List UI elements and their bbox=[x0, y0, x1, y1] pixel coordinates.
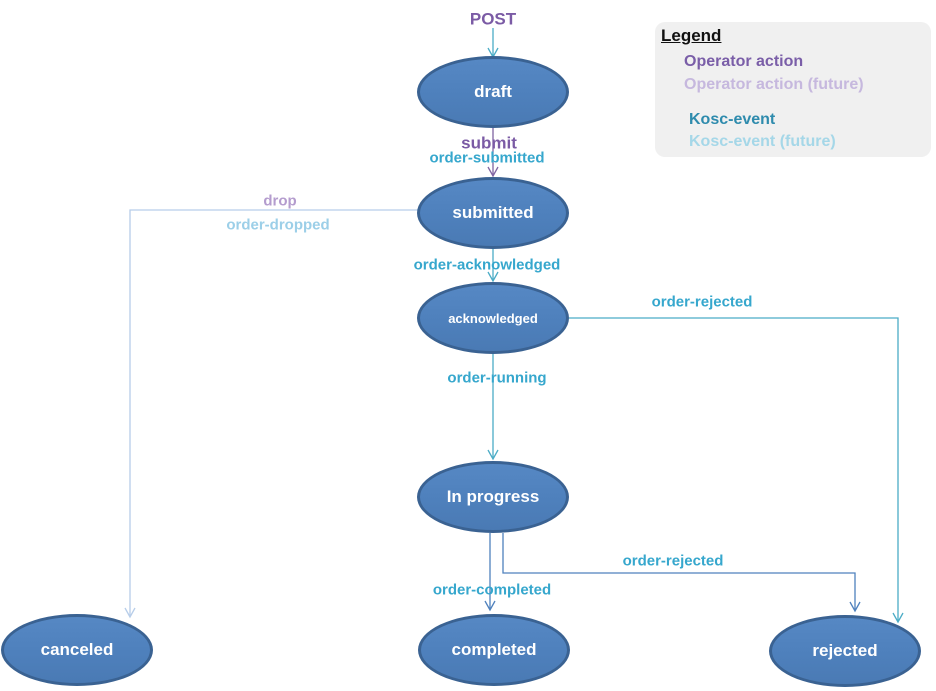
node-acknowledged: acknowledged bbox=[417, 282, 569, 354]
node-acknowledged-label: acknowledged bbox=[448, 310, 538, 326]
legend-box: Legend Operator action Operator action (… bbox=[655, 22, 931, 157]
legend-item-operator-action: Operator action bbox=[684, 53, 804, 70]
edge-label-drop: drop bbox=[263, 192, 297, 210]
edge-label-order-dropped: order-dropped bbox=[226, 216, 330, 234]
legend-item-operator-action-future: Operator action (future) bbox=[684, 76, 864, 93]
node-rejected: rejected bbox=[769, 615, 921, 687]
edge-label-order-submitted: order-submitted bbox=[429, 149, 545, 167]
edge-inprogress-rejected bbox=[502, 533, 856, 610]
node-completed: completed bbox=[418, 614, 570, 686]
legend-item-kosc-event-future: Kosc-event (future) bbox=[689, 133, 836, 150]
edge-label-post: POST bbox=[469, 9, 517, 29]
node-canceled-label: canceled bbox=[40, 640, 114, 659]
node-in-progress: In progress bbox=[417, 461, 569, 533]
node-submitted-label: submitted bbox=[452, 203, 534, 222]
arrowhead-acknowledged-rejected bbox=[892, 612, 904, 624]
edge-label-order-rejected-top: order-rejected bbox=[651, 293, 753, 311]
edge-submitted-canceled bbox=[129, 209, 418, 616]
edge-acknowledged-rejected bbox=[569, 317, 899, 621]
legend-title: Legend bbox=[661, 26, 722, 45]
edge-label-order-acknowledged: order-acknowledged bbox=[413, 256, 561, 274]
arrowhead-draft-submitted bbox=[487, 166, 499, 178]
arrowhead-acknowledged-inprogress bbox=[487, 449, 499, 461]
node-submitted: submitted bbox=[417, 177, 569, 249]
node-draft: draft bbox=[417, 56, 569, 128]
edge-label-submit: submit bbox=[461, 133, 517, 153]
node-draft-label: draft bbox=[474, 82, 512, 101]
node-rejected-label: rejected bbox=[812, 641, 878, 660]
node-completed-label: completed bbox=[451, 640, 537, 659]
node-in-progress-label: In progress bbox=[446, 487, 540, 506]
edge-label-order-completed: order-completed bbox=[432, 581, 552, 599]
legend-item-kosc-event: Kosc-event bbox=[689, 111, 776, 128]
arrowhead-submitted-canceled bbox=[124, 607, 136, 619]
node-canceled: canceled bbox=[1, 614, 153, 686]
edge-label-order-running: order-running bbox=[447, 369, 547, 387]
arrowhead-inprogress-rejected bbox=[849, 601, 861, 613]
arrowhead-inprogress-completed bbox=[484, 600, 496, 612]
edge-label-order-rejected-bottom: order-rejected bbox=[622, 552, 724, 570]
